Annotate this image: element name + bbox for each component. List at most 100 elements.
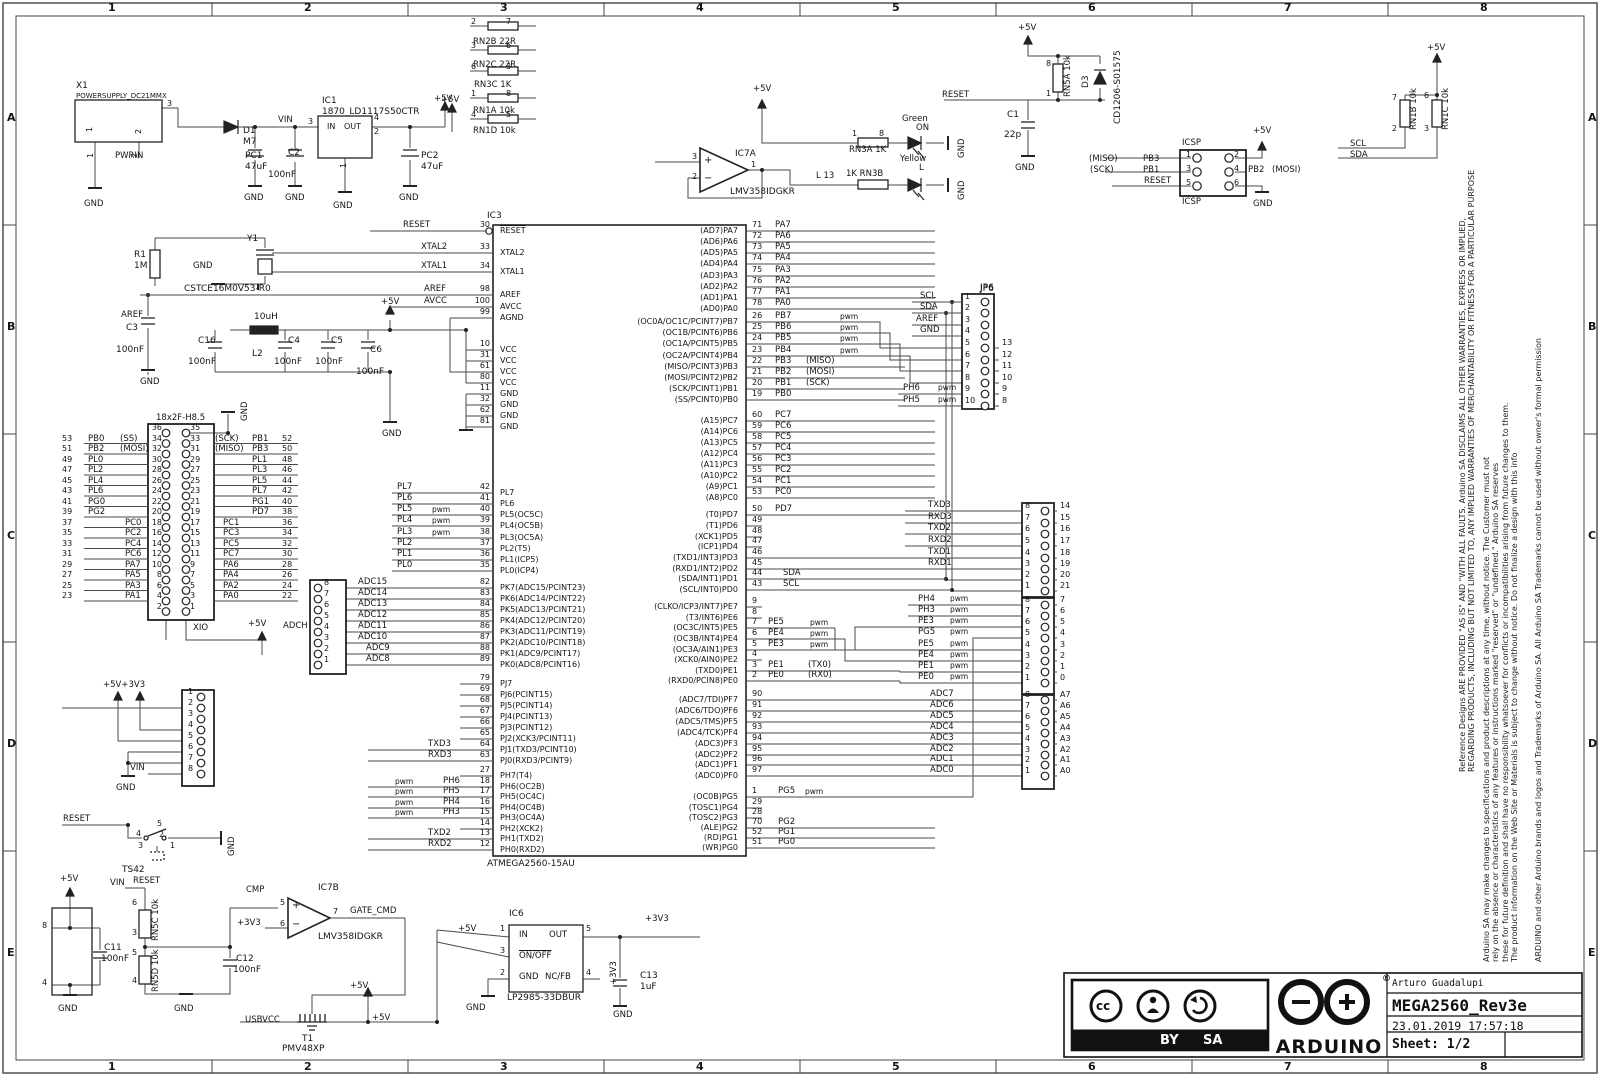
ic3-pin-name: GND — [500, 411, 519, 420]
xio-row-number: 24 — [282, 580, 293, 590]
ic3-pin-name: (OC0B)PG5 — [693, 792, 738, 801]
c11-val: 100nF — [101, 954, 130, 964]
ic3-pin-name: PH2(XCK2) — [500, 824, 543, 833]
c6-val: 100nF — [356, 367, 385, 377]
ic3-pin-number: 62 — [479, 405, 490, 414]
d1-val: M7 — [243, 137, 257, 147]
ic3-pin-number: 22 — [752, 356, 763, 365]
ic3-pin-name: (WR)PG0 — [702, 843, 738, 852]
pwm-header-pin-number: 6 — [1025, 617, 1031, 626]
share-alike-icon — [1190, 996, 1208, 1015]
net-label: PH4 — [918, 594, 935, 604]
ic3-pin-name: (ALE)PG2 — [700, 823, 738, 832]
xio-pin-number: 28 — [151, 465, 162, 474]
ic3-pin-name: (ICP1)PD4 — [697, 542, 738, 551]
ic3-pin-name: (RXD0/PCIN8)PE0 — [667, 676, 738, 685]
xio-pin-number: 32 — [151, 444, 162, 453]
power-pin-number: 3 — [188, 709, 194, 718]
net-label: XTAL1 — [421, 261, 448, 271]
pc1-val: 47uF — [245, 162, 268, 172]
xio-signal: PA3 — [125, 580, 141, 591]
net-label: SCL — [783, 579, 800, 589]
ic3-pin-name: PL2(T5) — [500, 544, 531, 553]
ic3-pin-number: 39 — [479, 515, 490, 524]
arduino-pin-number: 8 — [1002, 396, 1008, 405]
net-label: AREF — [916, 314, 938, 324]
net-label: PA2 — [775, 276, 791, 286]
jp6-header-pin-number: 5 — [965, 338, 971, 347]
xio-pin-number: 31 — [190, 444, 201, 453]
pwm-label: pwm — [950, 594, 969, 603]
xio-row-number: 39 — [62, 507, 73, 516]
xio-signal: PL0 — [88, 454, 104, 465]
d3-part: CD1206-S01575 — [1113, 50, 1123, 124]
xio-pin-number: 34 — [151, 433, 162, 443]
adch-label: ADCH — [283, 621, 308, 631]
net-usbvcc: USBVCC — [245, 1015, 280, 1025]
gnd-mid: GND — [382, 429, 402, 439]
net-label: PC1 — [775, 476, 792, 486]
arduino-pin-number: 19 — [1060, 559, 1071, 568]
rn1c-p6: 6 — [1424, 91, 1430, 100]
xio-signal: PL4 — [88, 475, 104, 486]
led-green-fn: ON — [916, 123, 930, 133]
net-label: PB5 — [775, 333, 792, 343]
c4-ref: C4 — [288, 336, 301, 346]
pwm-header-pin-number: 2 — [1025, 662, 1031, 671]
net-label: RXD1 — [928, 558, 952, 568]
ic3-pin-number: 11 — [479, 383, 490, 392]
pwm-label: pwm — [810, 618, 829, 627]
ic3-pin-name: (OC1A/PCINT5)PB5 — [662, 339, 738, 348]
rn1c-p3: 3 — [1424, 124, 1430, 133]
titleblock-title: MEGA2560_Rev3e — [1392, 996, 1527, 1015]
rn2b-p7: 7 — [506, 17, 512, 26]
c5-val: 100nF — [315, 357, 344, 367]
pwm-label: pwm — [950, 605, 969, 614]
frame-col-3: 3 — [500, 1, 508, 14]
jp6-header-pin-number: 3 — [965, 315, 971, 324]
ic3-pin-number: 40 — [479, 504, 490, 513]
net-label: ADC1 — [930, 754, 954, 764]
ic3-pin-number: 32 — [479, 394, 490, 403]
xio-pin-number: 27 — [190, 465, 201, 474]
net-sda-tr: SDA — [1350, 150, 1368, 160]
gnd-rn5d: GND — [174, 1004, 194, 1014]
arduino-pin-number: 16 — [1060, 524, 1071, 533]
net-label: PE1 — [768, 660, 784, 670]
c1-val: 22p — [1004, 130, 1022, 140]
ic3-pin-name: (A11)PC3 — [700, 460, 738, 469]
ic6-onoff: ON/OFF — [519, 951, 552, 961]
ic3-pin-name: VCC — [500, 356, 517, 365]
ic3-pin-name: GND — [500, 400, 519, 409]
xio-signal-extra: (MISO) — [215, 444, 244, 454]
ic3-pin-name: (SCL/INT0)PD0 — [679, 585, 738, 594]
ic3-pin-name: (OC3C/INT5)PE5 — [673, 623, 738, 632]
net-label: PB0 — [775, 389, 792, 399]
net-label: TXD3 — [928, 500, 951, 510]
ic3-pin-name: (RD)PG1 — [703, 833, 738, 842]
rn5c: RN5C 10k — [151, 898, 161, 941]
ic6-in: IN — [519, 930, 528, 940]
ic3-pin-name: PK0(ADC8/PCINT16) — [500, 660, 581, 669]
net-label: PE0 — [918, 672, 934, 682]
icsp-pb2: PB2 — [1248, 165, 1265, 175]
ic3-pin-number: 84 — [479, 599, 490, 608]
ic3-pin-name: (ADC4/TCK)PF4 — [676, 728, 738, 737]
pwm-label: pwm — [950, 650, 969, 659]
ic3-pin-name: PH1(TXD2) — [500, 834, 544, 843]
jp6-header-pin-number: 4 — [965, 326, 971, 335]
rn3a-p8: 8 — [879, 129, 885, 138]
xio-row-number: 28 — [282, 559, 293, 569]
net-l13: L 13 — [816, 171, 835, 181]
ic1-out: OUT — [344, 122, 362, 131]
p5v-t1: +5V — [350, 981, 369, 991]
pwm-label: pwm — [432, 528, 451, 537]
rn1d: RN1D 10k — [473, 126, 516, 136]
ic3-pin-number: 94 — [752, 733, 763, 742]
ic3-pin-name: (MISO/PCINT3)PB3 — [664, 362, 738, 371]
gnd-ts42: GND — [227, 836, 237, 857]
ic3-pin-name: PJ4(PCINT13) — [500, 712, 553, 721]
ic3-pin-number: 54 — [752, 476, 763, 485]
xio-row-number: 50 — [282, 444, 293, 453]
ic7a-p1: 1 — [751, 160, 757, 169]
